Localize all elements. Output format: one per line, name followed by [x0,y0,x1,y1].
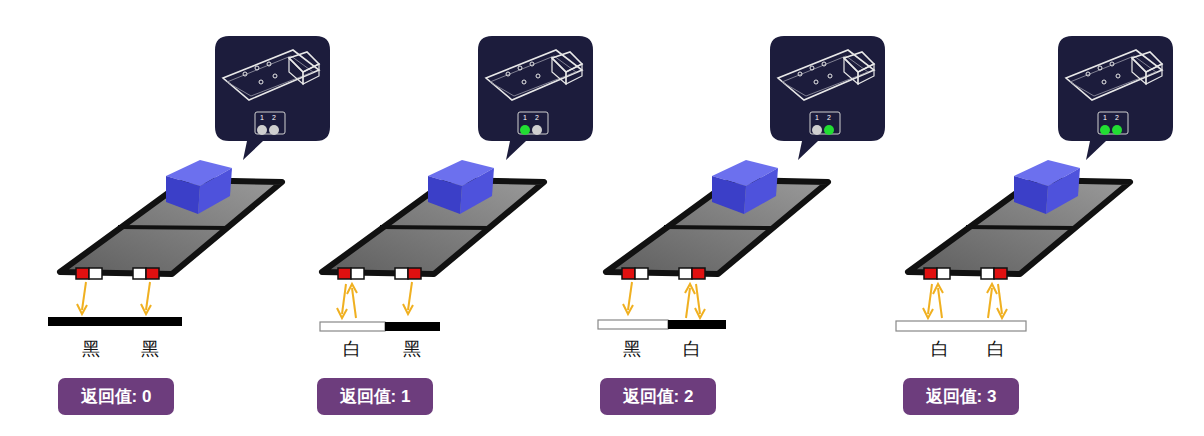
led-number: 1 [523,114,527,121]
surface-label: 白 [931,340,949,358]
return-value-box: 返回值: 3 [903,378,1019,415]
surface-label: 白 [343,340,361,358]
surface-label: 黑 [141,340,159,358]
led-number: 2 [272,114,276,121]
led-number: 1 [815,114,819,121]
return-value-box: 返回值: 2 [600,378,716,415]
return-value-text: 返回值: 3 [926,385,997,408]
led-number: 1 [260,114,264,121]
led-number: 2 [1115,114,1119,121]
return-value-text: 返回值: 1 [340,385,411,408]
surface-label: 黑 [623,340,641,358]
surface-label: 黑 [82,340,100,358]
led-number: 2 [535,114,539,121]
led-number: 1 [1103,114,1107,121]
surface-label: 白 [987,340,1005,358]
return-value-text: 返回值: 2 [623,385,694,408]
return-value-text: 返回值: 0 [81,385,152,408]
surface-label: 黑 [403,340,421,358]
surface-label: 白 [683,340,701,358]
return-value-box: 返回值: 0 [58,378,174,415]
led-number: 2 [827,114,831,121]
return-value-box: 返回值: 1 [317,378,433,415]
